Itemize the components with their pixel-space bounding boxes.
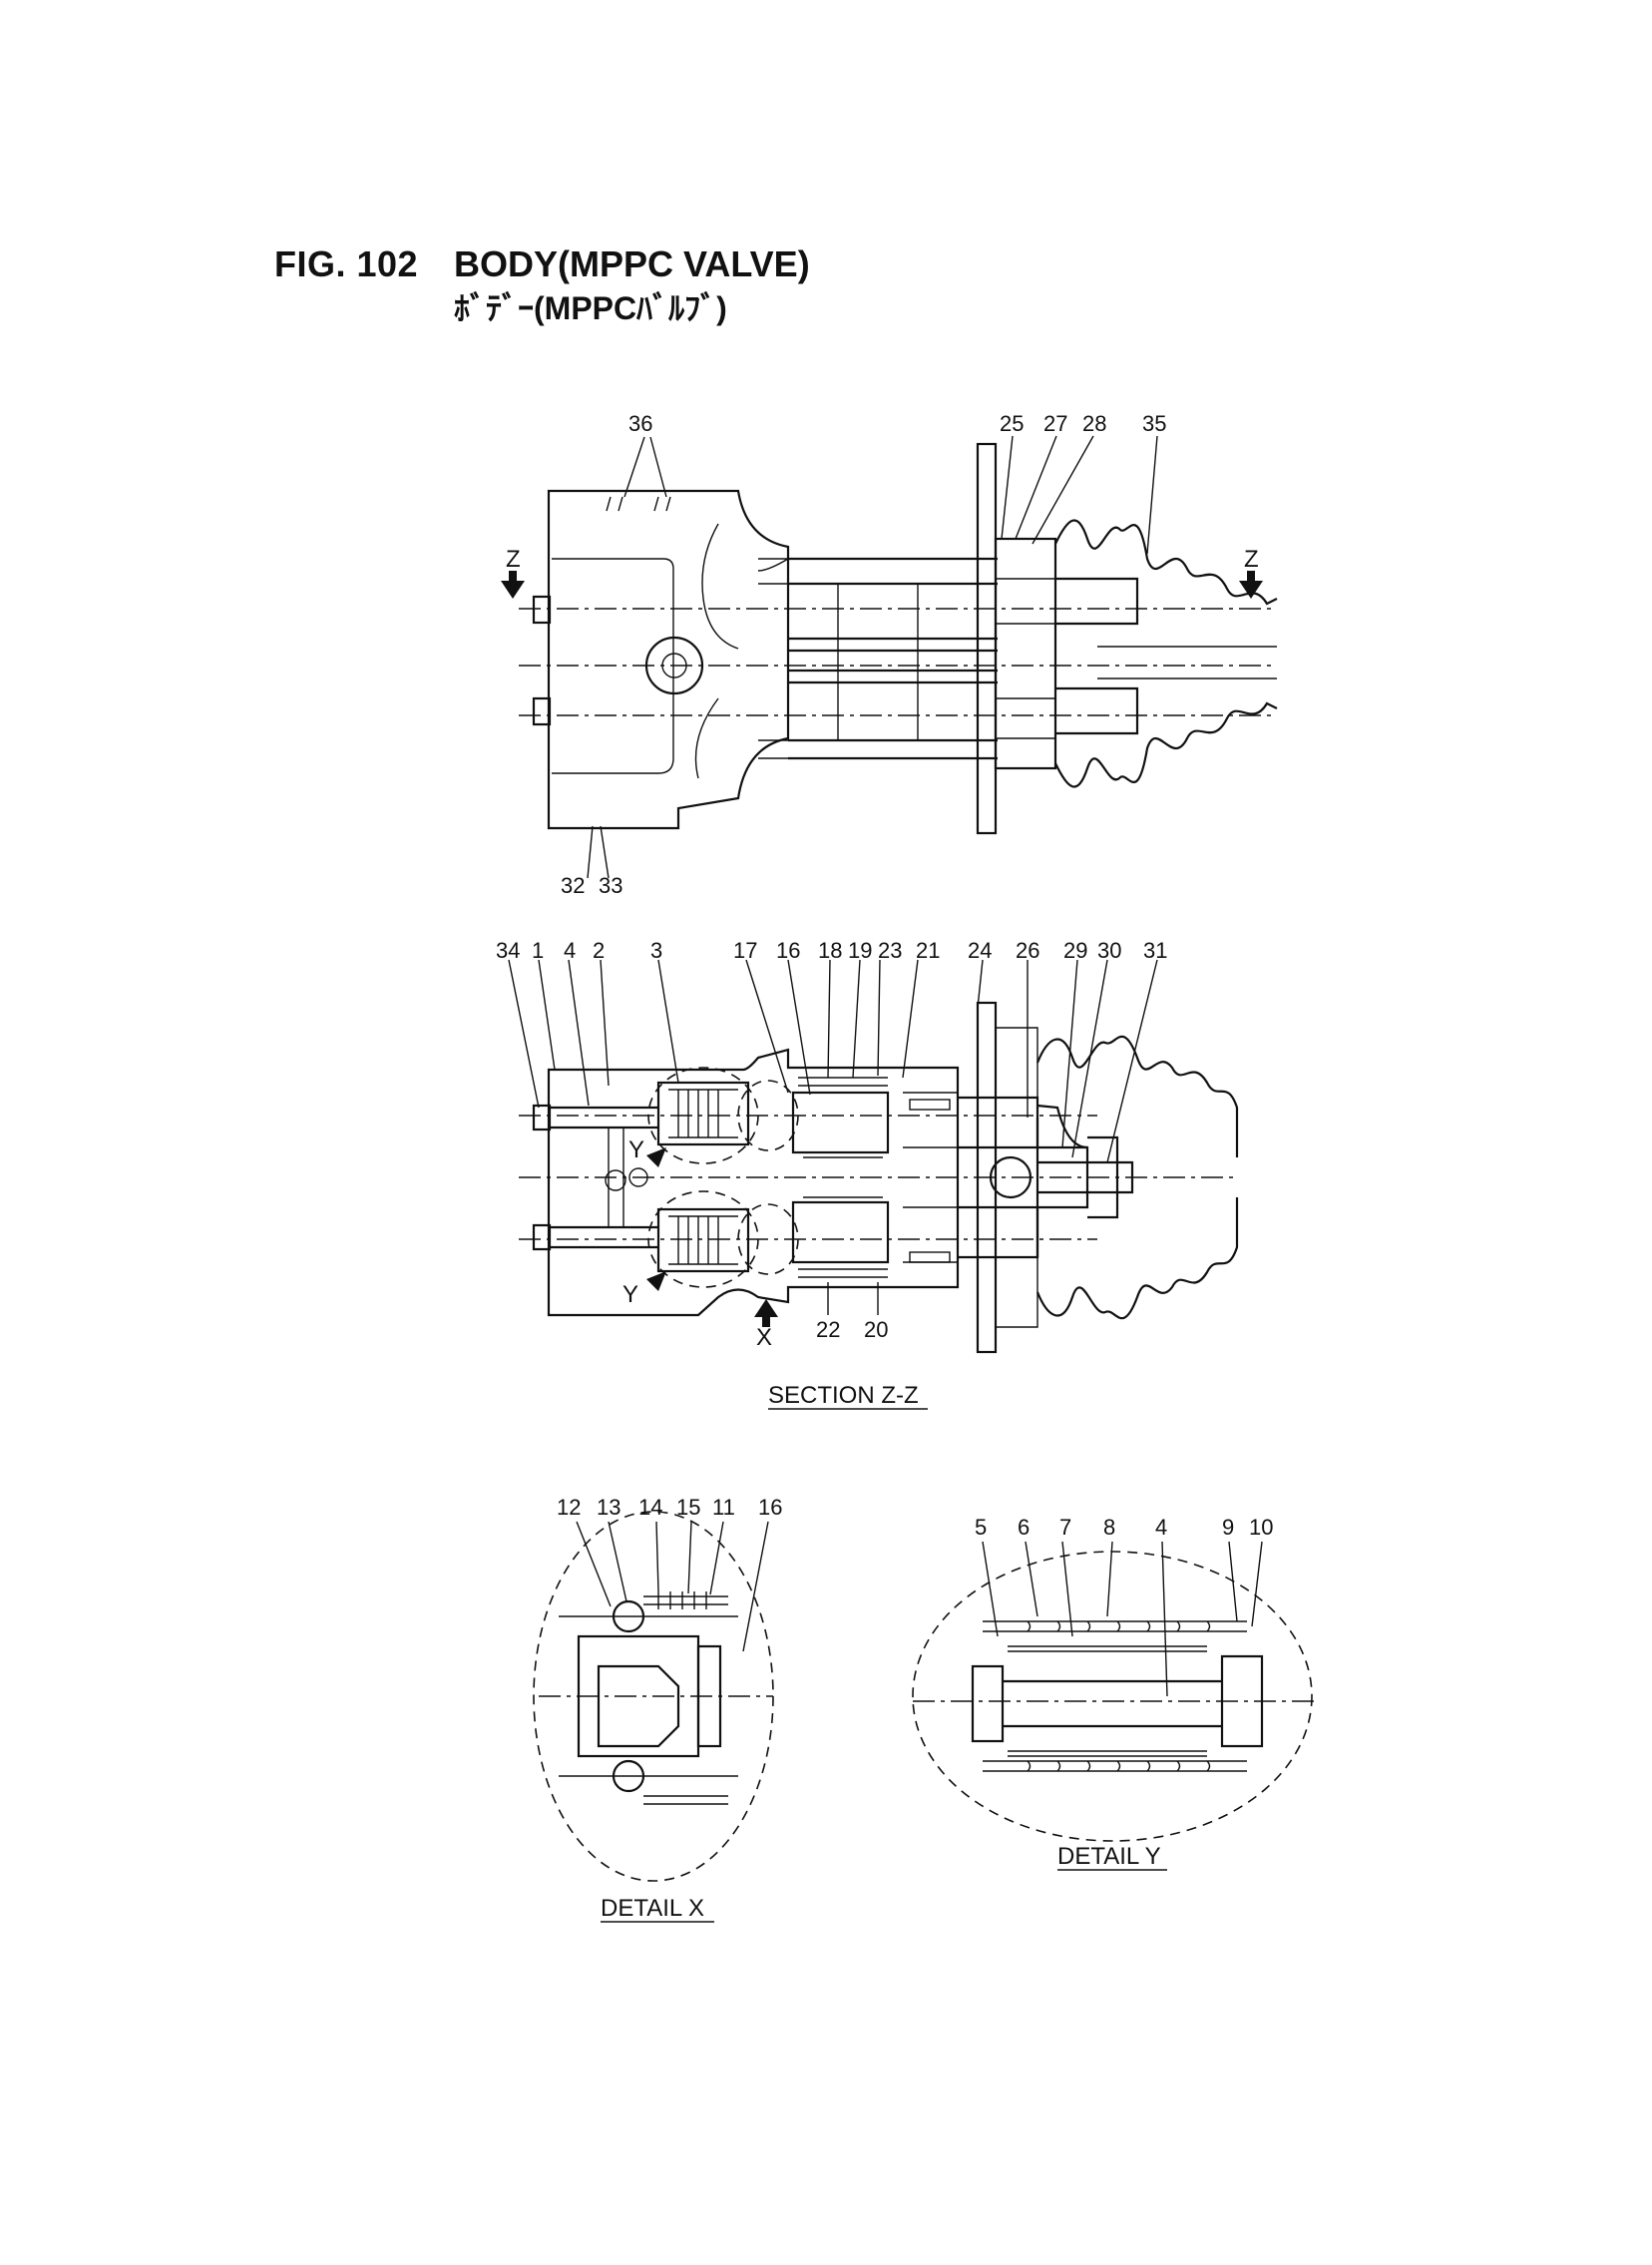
top-label-27: 27 [1043, 411, 1067, 436]
section-label-30: 30 [1097, 938, 1121, 963]
detail-x-view: 12 13 14 15 11 16 DETAIL X [533, 1495, 782, 1923]
section-label-3: 3 [650, 938, 662, 963]
section-label-19: 19 [848, 938, 872, 963]
section-label-29: 29 [1063, 938, 1087, 963]
top-label-25: 25 [1000, 411, 1024, 436]
section-caption: SECTION Z-Z [768, 1382, 919, 1409]
detailx-label-13: 13 [597, 1495, 620, 1520]
section-label-23: 23 [878, 938, 902, 963]
top-z-left: Z [506, 546, 521, 573]
section-label-1: 1 [532, 938, 544, 963]
detail-y-view: 5 6 7 8 4 9 10 DETAIL Y [912, 1515, 1317, 1871]
figure-title-japanese: ﾎﾞﾃﾞｰ(MPPCﾊﾞﾙﾌﾞ) [454, 290, 727, 326]
section-label-18: 18 [818, 938, 842, 963]
top-label-28: 28 [1082, 411, 1106, 436]
section-label-16: 16 [776, 938, 800, 963]
section-label-21: 21 [916, 938, 940, 963]
detaily-caption: DETAIL Y [1057, 1843, 1161, 1870]
top-z-right: Z [1244, 546, 1259, 573]
top-view: 36 25 27 28 35 32 33 Z Z [501, 411, 1278, 898]
detailx-caption: DETAIL X [601, 1895, 704, 1922]
detaily-label-7: 7 [1059, 1515, 1071, 1540]
section-view: 34 1 4 2 3 17 16 18 19 23 21 24 26 29 30… [496, 938, 1239, 1410]
section-bellows [1035, 1035, 1239, 1320]
section-label-4: 4 [564, 938, 576, 963]
section-label-34: 34 [496, 938, 520, 963]
detaily-label-8: 8 [1103, 1515, 1115, 1540]
detailx-label-11: 11 [712, 1495, 735, 1520]
section-y-lower: Y [622, 1281, 638, 1308]
detaily-label-9: 9 [1222, 1515, 1234, 1540]
top-label-33: 33 [599, 873, 622, 898]
detaily-label-5: 5 [975, 1515, 987, 1540]
detaily-label-6: 6 [1018, 1515, 1030, 1540]
section-y-upper: Y [628, 1136, 644, 1163]
detailx-label-16: 16 [758, 1495, 782, 1520]
top-label-35: 35 [1142, 411, 1166, 436]
section-label-2: 2 [593, 938, 605, 963]
detailx-label-12: 12 [557, 1495, 581, 1520]
top-bellows [1054, 519, 1278, 788]
section-label-20: 20 [864, 1317, 888, 1342]
top-label-36: 36 [628, 411, 652, 436]
section-label-17: 17 [733, 938, 757, 963]
detaily-label-4: 4 [1155, 1515, 1167, 1540]
section-label-31: 31 [1143, 938, 1167, 963]
section-label-24: 24 [968, 938, 992, 963]
section-label-26: 26 [1016, 938, 1039, 963]
detailx-label-15: 15 [676, 1495, 700, 1520]
figure-title: BODY(MPPC VALVE) [454, 243, 810, 284]
top-label-32: 32 [561, 873, 585, 898]
detaily-label-10: 10 [1249, 1515, 1273, 1540]
detailx-label-14: 14 [638, 1495, 662, 1520]
figure-number: FIG. 102 [274, 243, 419, 284]
top-body-outline [547, 489, 790, 830]
section-label-22: 22 [816, 1317, 840, 1342]
section-x: X [756, 1324, 772, 1351]
section-body-outline [547, 1048, 960, 1317]
